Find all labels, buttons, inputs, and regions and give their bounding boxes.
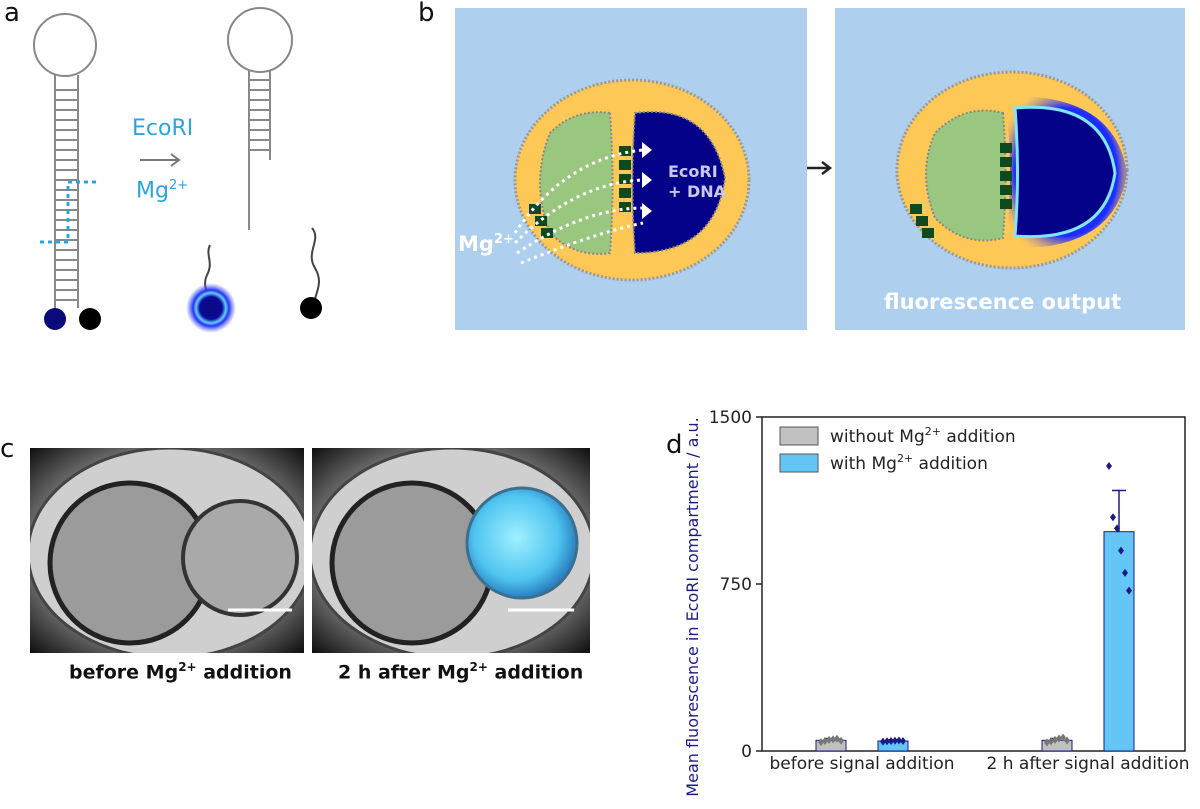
cleavage-site-line [40,180,100,244]
panel-b-letter: b [418,0,435,28]
legend-swatch [779,426,819,446]
y-tick-label: 0 [741,742,752,762]
data-point [888,736,894,745]
pore-proteins-left [529,146,631,238]
panel-c-letter: c [0,434,15,464]
y-tick-label: 750 [720,575,752,595]
micrograph-after [312,448,590,653]
legend-label: with Mg2+ addition [830,452,988,474]
data-point [1060,733,1066,742]
x-category-label: 2 h after signal addition [987,754,1190,774]
fluorescence-output-label: fluorescence output [884,290,1122,314]
caption-before: before Mg2+ addition [69,660,292,684]
fluorophore-glow [186,283,236,333]
blue-compartment-right-glowing [1013,105,1117,239]
x-category-label: before signal addition [769,754,954,774]
free-quencher-dot [300,297,322,319]
y-tick-label: 1500 [709,408,752,428]
panel-a-letter: a [4,0,20,28]
data-point [1122,568,1128,577]
data-point [884,737,890,746]
data-point [822,736,828,745]
ion-flow-paths [513,148,644,265]
caption-after: 2 h after Mg2+ addition [338,660,584,684]
panel-d-letter: d [666,430,683,460]
pore-proteins-right [910,143,1012,238]
fluorescence-bar-chart: Mean fluorescence in EcoRI compartment /… [683,408,1190,797]
data-point [818,738,824,747]
flow-arrowheads [642,142,652,219]
data-point [1106,461,1112,470]
ecori-label-b: EcoRI [668,162,718,181]
data-point [892,736,898,745]
intact-hairpin [33,13,97,308]
data-point [880,737,886,746]
panel-b-droplet-diagram [455,8,1185,330]
data-point [1126,586,1132,595]
reaction-arrow-a [140,153,181,167]
quencher-dot-left [44,308,66,330]
panel-a-hairpin-diagram [33,7,322,333]
data-point [1064,736,1070,745]
cleaved-hairpin [204,7,320,316]
green-compartment-right [925,109,1007,242]
data-point [1110,513,1116,522]
dna-label-b: + DNA [668,182,727,201]
data-point [896,736,902,745]
data-point [1114,524,1120,533]
mg-label-a: Mg2+ [136,178,189,204]
transition-arrow-b [807,161,833,175]
data-point [830,735,836,744]
legend-swatch [779,453,819,473]
blue-compartment-left [631,110,727,255]
data-point [826,735,832,744]
legend-label: without Mg2+ addition [830,425,1016,447]
bar [1103,531,1135,752]
mg-label-b: Mg2+ [458,232,514,256]
ecori-dna-label-b: EcoRI + DNA [668,162,726,202]
y-axis-label: Mean fluorescence in EcoRI compartment /… [683,417,702,796]
quencher-dot-right [79,308,101,330]
data-point [1056,734,1062,743]
data-point [838,736,844,745]
data-point [1118,546,1124,555]
ecori-label-a: EcoRI [132,116,194,141]
micrograph-before [30,448,304,653]
data-point [1048,737,1054,746]
data-point [900,736,906,745]
